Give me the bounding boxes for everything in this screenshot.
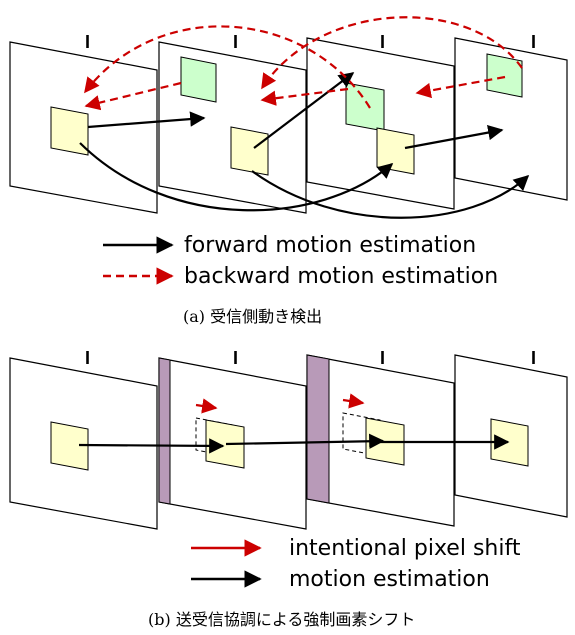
frame-label-b2: I [233, 348, 238, 368]
frame-label-b4: I [531, 348, 536, 368]
block-yellow [230, 126, 269, 176]
block-yellow [50, 421, 89, 471]
caption-a: (a) 受信側動き検出 [183, 307, 322, 326]
block-yellow [376, 127, 415, 175]
frame-label-a4: I [531, 32, 536, 52]
legend-pixel-shift-label: intentional pixel shift [289, 536, 521, 561]
panel-b: I I I I intentional pixel shift motion e… [9, 348, 568, 629]
frame-label-b3: I [380, 348, 385, 368]
panel-a: I I I I forward motion estimation backwa [9, 16, 568, 326]
legend-forward-label: forward motion estimation [184, 233, 476, 258]
forward-arrow [404, 124, 504, 150]
backward-arrow [84, 25, 371, 109]
motion-arrow [78, 438, 225, 454]
caption-b: (b) 送受信協調による強制画素シフト [148, 610, 415, 629]
backward-arrow [84, 81, 182, 111]
block-green [345, 82, 385, 132]
shift-arrow [195, 398, 218, 414]
block-green [180, 56, 217, 103]
frame-label-b1: I [85, 348, 90, 368]
forward-arrow [253, 72, 355, 149]
frame-label-a2: I [233, 32, 238, 52]
shift-arrow [342, 393, 365, 409]
frame-a4 [454, 37, 568, 201]
legend-backward-label: backward motion estimation [184, 264, 498, 289]
block-yellow [50, 106, 89, 156]
motion-arrow [225, 433, 385, 449]
pixel-shift-band [158, 357, 171, 505]
legend-motion-label: motion estimation [289, 567, 490, 592]
forward-arrow [87, 111, 206, 129]
frame-label-a3: I [380, 32, 385, 52]
block-green [486, 53, 523, 98]
backward-arrow [260, 87, 349, 106]
backward-arrow [415, 75, 506, 99]
forward-arrow [79, 142, 394, 212]
backward-arrow [261, 16, 523, 90]
frame-label-a1: I [85, 32, 90, 52]
block-yellow [205, 419, 245, 469]
pixel-shift-band [306, 354, 330, 504]
forward-arrow [251, 170, 530, 219]
